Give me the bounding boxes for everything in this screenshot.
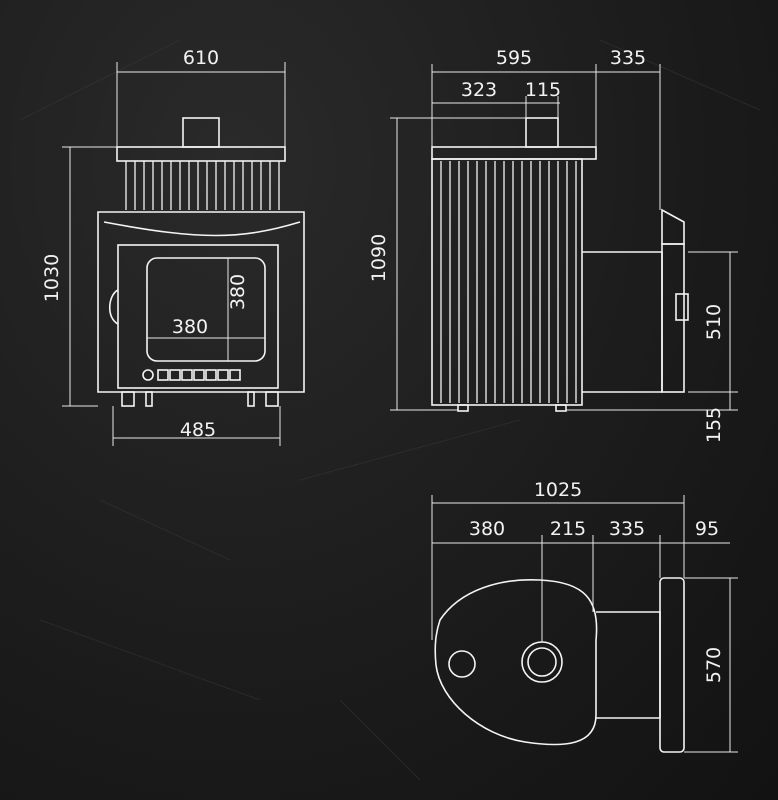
front-arch	[103, 221, 301, 237]
front-foot-3	[247, 391, 255, 407]
side-ribs	[440, 161, 577, 403]
tunnel-offset-label: 155	[703, 407, 725, 443]
side-depth-label: 595	[496, 47, 532, 69]
side-lid	[431, 146, 597, 160]
glass-height-label: 380	[227, 274, 249, 310]
side-flue-label: 115	[525, 79, 561, 101]
side-foot-1	[457, 404, 469, 412]
air-vent-slots	[157, 369, 241, 381]
front-door	[117, 244, 279, 389]
side-body	[431, 158, 583, 406]
side-view: 595 335 323 115 1090 510 155	[368, 47, 738, 443]
front-width-label: 610	[183, 47, 219, 69]
tunnel-height-label: 510	[703, 304, 725, 340]
top-door-frame	[659, 577, 685, 753]
front-ribs	[125, 161, 280, 210]
side-top-lip	[661, 208, 685, 245]
top-segment-1-label: 380	[469, 518, 505, 540]
top-total-label: 1025	[534, 479, 582, 501]
top-width-label: 570	[703, 647, 725, 683]
side-to-flue-label: 323	[461, 79, 497, 101]
top-body	[434, 579, 598, 746]
side-foot-2	[555, 404, 567, 412]
top-flue-inner	[527, 647, 557, 677]
front-foot-1	[121, 391, 135, 407]
side-height-label: 1090	[368, 234, 390, 282]
front-glass	[146, 257, 266, 362]
top-tunnel	[596, 611, 661, 719]
front-body	[97, 211, 305, 393]
front-flue	[182, 117, 220, 148]
front-foot-2	[145, 391, 153, 407]
chalkboard-scratches	[19, 39, 761, 781]
side-tunnel	[582, 251, 663, 393]
front-lid	[116, 146, 286, 162]
side-handle	[675, 293, 689, 321]
front-height-label: 1030	[41, 254, 63, 302]
air-knob	[142, 369, 154, 381]
top-segment-4-label: 95	[695, 518, 719, 540]
top-segment-2-label: 215	[550, 518, 586, 540]
top-segment-3-label: 335	[609, 518, 645, 540]
front-foot-4	[265, 391, 279, 407]
front-handle	[108, 289, 119, 325]
side-tank-label: 335	[610, 47, 646, 69]
top-left-hole	[448, 650, 476, 678]
top-view: 1025 380 215 335 95 570	[431, 479, 738, 753]
glass-width-label: 380	[172, 316, 208, 338]
side-door-frame	[661, 243, 685, 393]
side-flue	[525, 117, 559, 148]
front-view: 610 1030 380 380 485	[41, 47, 305, 446]
base-width-label: 485	[180, 419, 216, 441]
